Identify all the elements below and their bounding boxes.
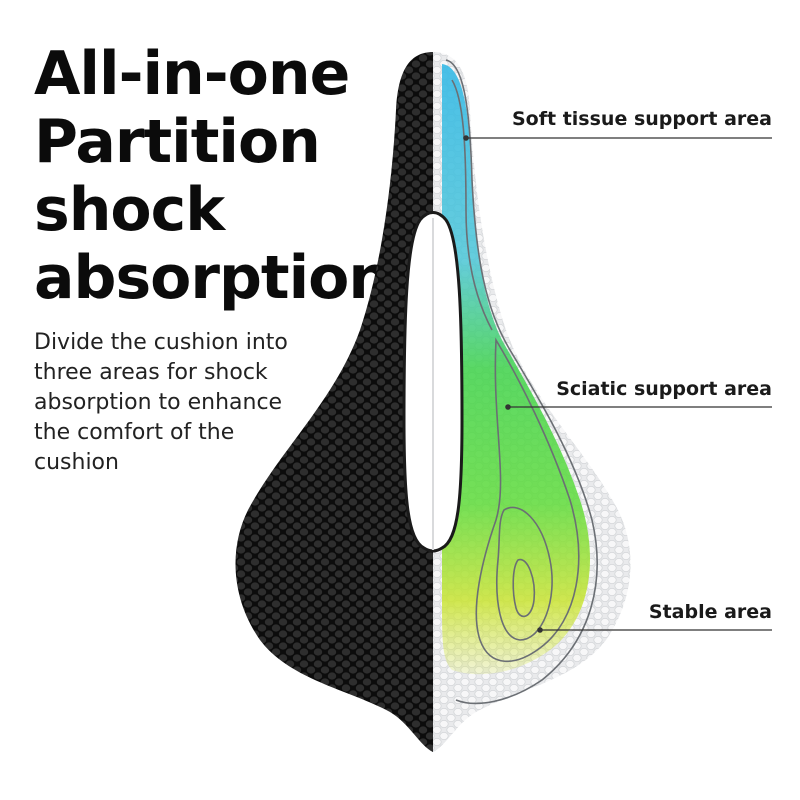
saddle-left-shell [235,52,433,752]
headline-line-4: absorption [34,243,391,313]
saddle-illustration [235,52,631,752]
callout-sciatic: Sciatic support area [556,378,772,400]
callout-stable: Stable area [648,601,772,623]
contour-lines [445,59,598,705]
headline-line-3: shock [34,175,225,245]
callout-soft-tissue: Soft tissue support area [512,108,772,130]
description-line-2: three areas for shock [34,360,268,385]
headline-line-1: All-in-one [34,39,350,109]
description-line-3: absorption to enhance [34,390,283,415]
description: Divide the cushion into three areas for … [34,328,304,478]
description-line-4: the comfort of the [34,420,235,445]
cushion-zone-gradient [442,64,590,675]
description-line-1: Divide the cushion into [34,330,288,355]
headline: All-in-one Partition shock absorption [34,39,391,313]
description-line-5: cushion [34,450,119,475]
headline-line-2: Partition [34,107,321,177]
